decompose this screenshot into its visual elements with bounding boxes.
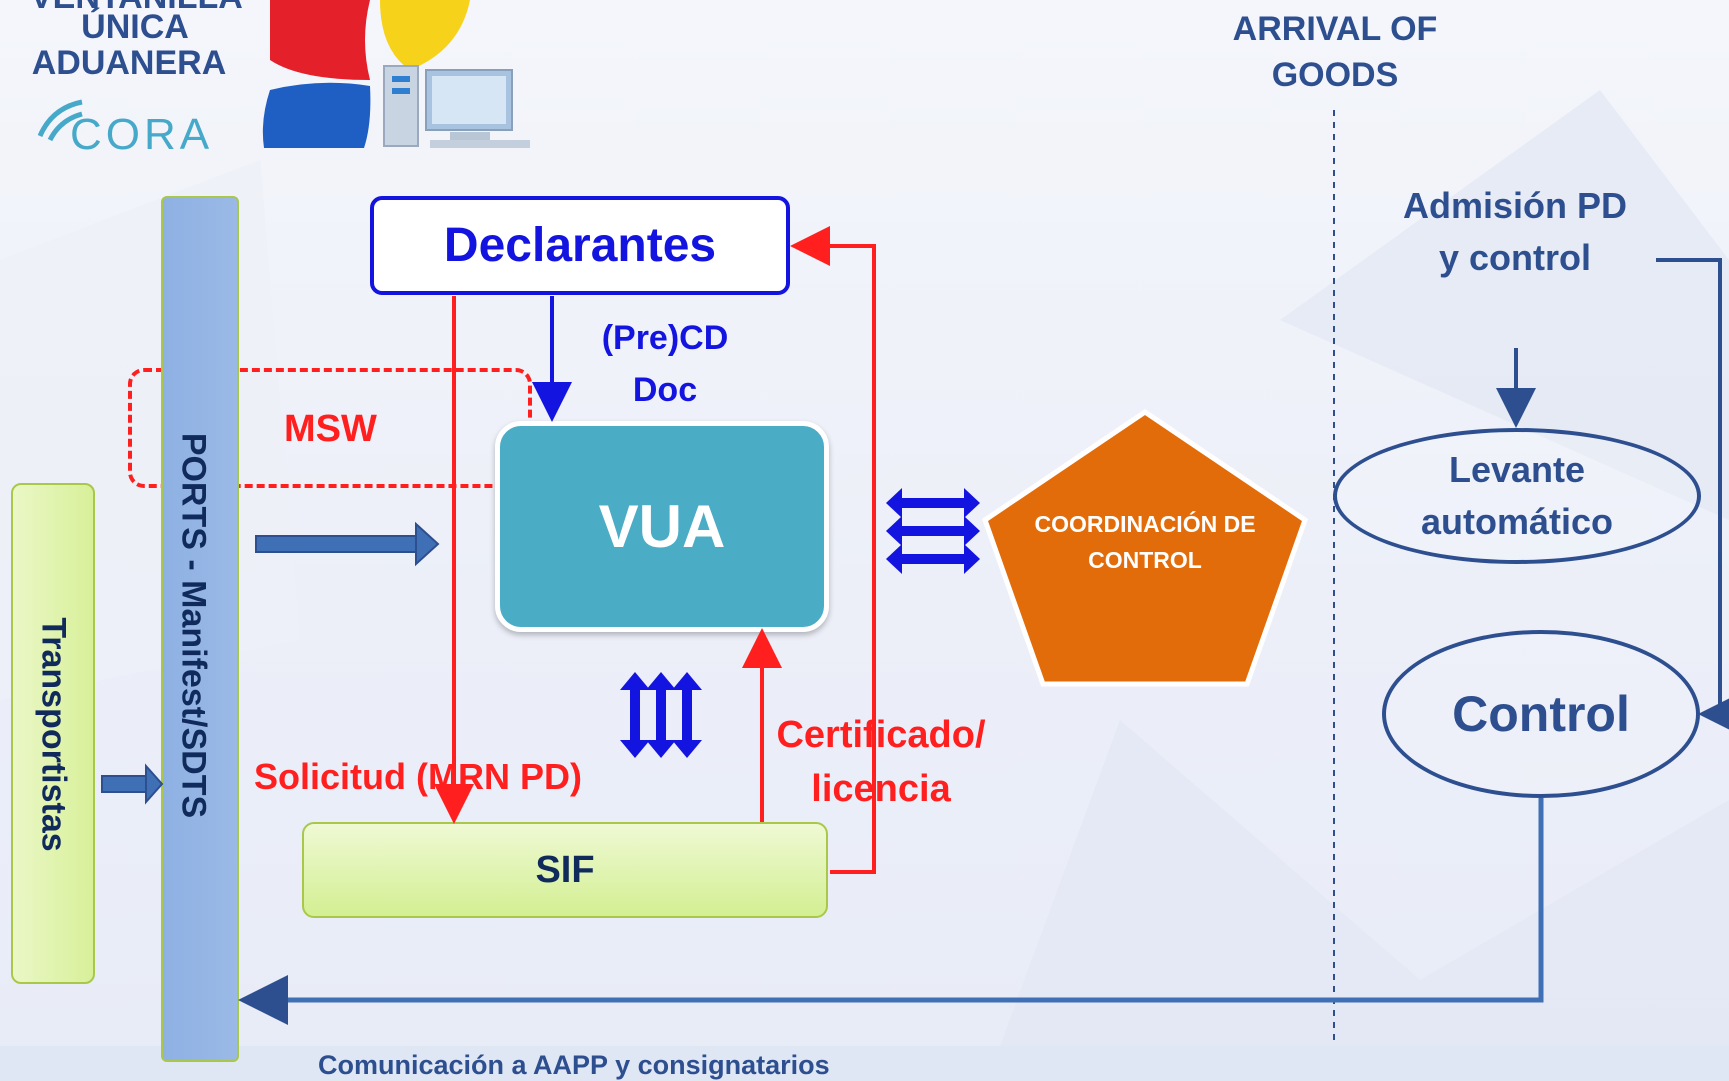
ports-manifest-label: PORTS - Manifest/SDTS	[174, 432, 213, 819]
comunicacion-label: Comunicación a AAPP y consignatarios	[318, 1050, 830, 1080]
certificado-label: Certificado/ licencia	[770, 708, 992, 816]
logo-text-line2: ÚNICA	[81, 8, 189, 46]
declarantes-label: Declarantes	[443, 219, 717, 272]
ports-bar: PORTS - Manifest/SDTS	[161, 196, 239, 1062]
transportistas-label: Transportistas	[34, 617, 73, 852]
bottom-band	[0, 1046, 1729, 1081]
pre-cd-label: (Pre)CD	[601, 319, 729, 357]
arrival-of-goods-title: ARRIVAL OF GOODS	[1232, 10, 1438, 94]
certificado-line2: licencia	[811, 768, 951, 810]
logo-text-line3: ADUANERA	[31, 44, 227, 82]
logo-text-line1: VENTANILLA	[30, 0, 243, 16]
solicitud-label: Solicitud (MRN PD)	[254, 756, 582, 797]
vua-sif-exchange-arrows	[620, 672, 702, 758]
control-ellipse: Control	[1382, 630, 1700, 798]
vua-box: VUA	[495, 421, 829, 632]
certificado-line1: Certificado/	[776, 714, 986, 756]
vua-label: VUA	[598, 493, 726, 560]
admision-line1: Admisión PD	[1402, 185, 1627, 226]
coordinacion-line1: COORDINACIÓN DE	[1034, 511, 1256, 537]
admision-label: Admisión PD y control	[1370, 180, 1660, 284]
sif-box: SIF	[302, 822, 828, 918]
pre-cd-doc-label: (Pre)CD Doc	[590, 312, 740, 416]
logo-petals-icon	[262, 0, 470, 148]
coordinacion-line2: CONTROL	[1088, 547, 1202, 573]
vua-coordinacion-exchange-arrows	[886, 488, 980, 574]
levante-line2: automático	[1420, 501, 1614, 542]
coordinacion-label: COORDINACIÓN DE CONTROL	[1015, 502, 1275, 582]
control-label: Control	[1452, 686, 1630, 742]
transportistas-box: Transportistas	[11, 483, 95, 984]
levante-ellipse: Levante automático	[1333, 428, 1701, 564]
sif-label: SIF	[535, 848, 595, 891]
logo-cora: CORA	[70, 110, 214, 159]
coordinacion-pentagon	[981, 408, 1309, 687]
levante-line1: Levante	[1448, 449, 1586, 490]
timeline-divider	[1333, 110, 1335, 1080]
declarantes-box: Declarantes	[370, 196, 790, 295]
msw-label: MSW	[284, 408, 377, 450]
cora-wave-icon	[37, 99, 83, 142]
doc-label: Doc	[632, 371, 698, 409]
computer-icon	[383, 65, 530, 148]
ports-to-vua-block-arrow	[255, 521, 440, 567]
admision-line2: y control	[1438, 237, 1591, 278]
transportistas-to-ports-block-arrow	[101, 763, 164, 805]
